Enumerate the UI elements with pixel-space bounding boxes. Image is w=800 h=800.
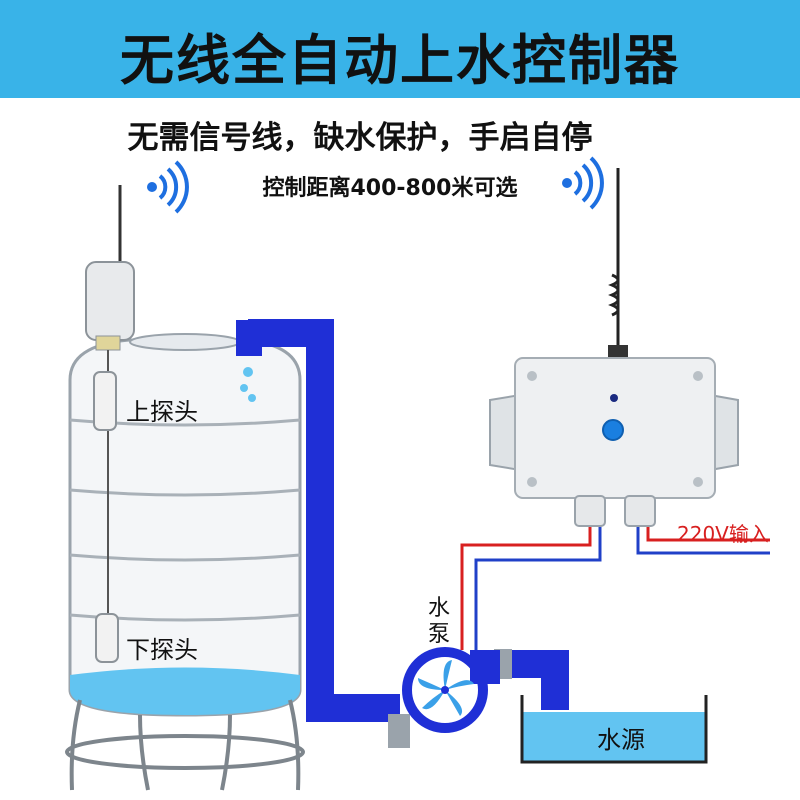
control-range-text: 控制距离400-800米可选 [262, 176, 518, 201]
upper-probe-label: 上探头 [126, 398, 198, 426]
status-led-icon [610, 394, 618, 402]
tank-stand [65, 699, 305, 791]
control-button [602, 419, 624, 441]
page-title: 无线全自动上水控制器 [120, 29, 680, 92]
lower-probe [95, 613, 119, 663]
pump-wires [460, 520, 602, 650]
pump-label: 水 泵 [424, 596, 454, 648]
title-banner [0, 0, 800, 104]
wifi-signal-icon-left [147, 160, 189, 214]
power-input-label: 220V输入 [677, 522, 769, 546]
supply-pipe [236, 319, 400, 722]
upper-probe [93, 371, 117, 431]
impeller-icon [418, 660, 474, 716]
pump-label-line2: 泵 [427, 622, 450, 647]
water-tank [65, 185, 305, 791]
lower-probe-label: 下探头 [126, 636, 198, 664]
water-source-label: 水源 [597, 726, 645, 754]
tank-transmitter [85, 185, 135, 351]
controller-box [489, 168, 739, 527]
water-pump [388, 647, 500, 748]
pump-label-line1: 水 [427, 596, 450, 621]
water-source-tank [520, 695, 708, 764]
feature-subtitle: 无需信号线，缺水保护，手启自停 [127, 120, 593, 156]
wifi-signal-icon-right [562, 156, 604, 210]
